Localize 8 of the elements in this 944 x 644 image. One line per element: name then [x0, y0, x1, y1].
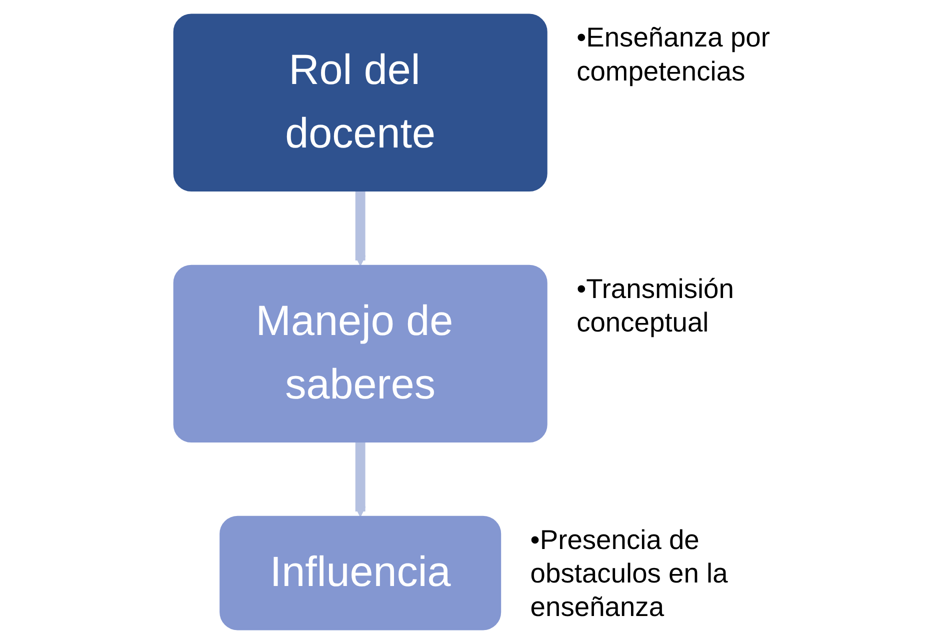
node-box: Influencia [220, 516, 502, 630]
arrow [354, 190, 366, 266]
bullet-text: •Presencia de obstaculos en la enseñanza [530, 524, 728, 622]
bullet-text: •Transmisión conceptual [576, 272, 734, 338]
arrow [354, 442, 366, 517]
bullet-text: •Enseñanza por competencias [576, 22, 770, 86]
node-box: Rol del docente [173, 14, 548, 192]
node-box: Manejo de saberes [173, 264, 548, 443]
